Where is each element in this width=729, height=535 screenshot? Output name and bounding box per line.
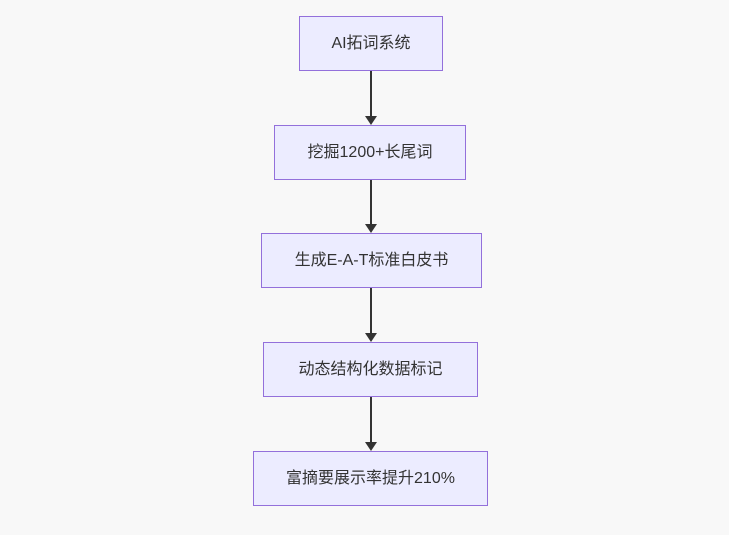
arrow-head-icon [364, 333, 377, 342]
flowchart-node-structured-data: 动态结构化数据标记 [263, 342, 478, 397]
arrow-line [369, 180, 372, 224]
flowchart-node-longtail-mining: 挖掘1200+长尾词 [274, 125, 466, 180]
arrow-head-icon [364, 116, 377, 125]
flowchart-node-ai-word-system: AI拓词系统 [299, 16, 443, 71]
flow-arrow-2 [364, 180, 377, 233]
flowchart-node-rich-snippet-result: 富摘要展示率提升210% [253, 451, 488, 506]
flowchart-node-eat-whitepaper: 生成E-A-T标准白皮书 [261, 233, 482, 288]
node-label: 富摘要展示率提升210% [286, 469, 455, 487]
flow-arrow-4 [364, 397, 377, 451]
arrow-line [369, 397, 372, 442]
node-label: AI拓词系统 [331, 34, 411, 52]
arrow-head-icon [364, 224, 377, 233]
node-label: 动态结构化数据标记 [298, 360, 443, 378]
node-label: 挖掘1200+长尾词 [307, 143, 433, 161]
flow-arrow-3 [364, 288, 377, 342]
node-label: 生成E-A-T标准白皮书 [294, 251, 449, 269]
arrow-line [369, 71, 372, 116]
arrow-line [369, 288, 372, 333]
arrow-head-icon [364, 442, 377, 451]
flow-arrow-1 [364, 71, 377, 125]
